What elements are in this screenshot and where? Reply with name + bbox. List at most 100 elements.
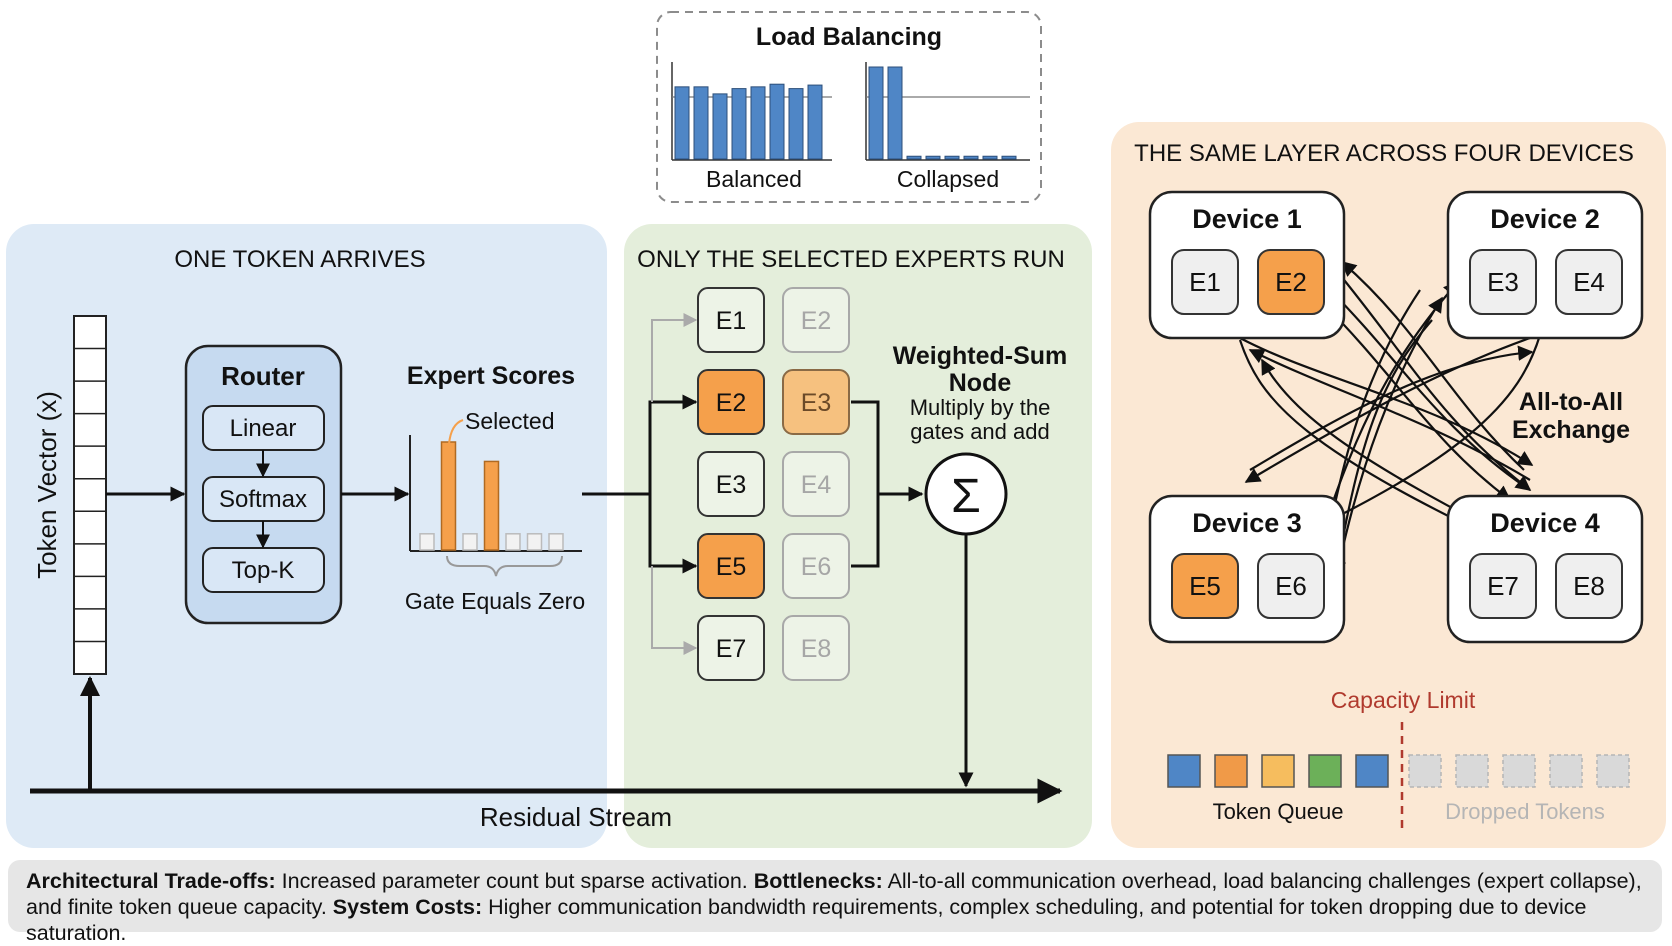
device-expert-label: E7 [1487, 571, 1519, 601]
expert-box-faded [782, 615, 850, 681]
weighted-sum-node: Weighted-Sum Node Multiply by the gates … [893, 342, 1068, 536]
weighted-sum-title-2: Node [949, 369, 1012, 397]
score-bar-selected [440, 441, 457, 551]
devices-panel-title: THE SAME LAYER ACROSS FOUR DEVICES [1134, 140, 1634, 167]
exchange-arrow [1239, 337, 1534, 466]
device-expert-label: E5 [1189, 571, 1221, 601]
device-expert-label: E2 [1275, 267, 1307, 297]
score-bar-zero [526, 533, 543, 551]
device-title: Device 4 [1490, 508, 1600, 538]
collapsed-bar [982, 155, 998, 160]
expert-label: E7 [716, 635, 747, 663]
dropped-token [1455, 754, 1489, 788]
device-expert [1555, 249, 1623, 315]
device-expert [1171, 249, 1239, 315]
device-3: Device 3 E5 E6 [1148, 494, 1346, 644]
tradeoffs-label: Architectural Trade-offs: [26, 869, 276, 893]
device-expert [1469, 249, 1537, 315]
device-expert-active [1257, 249, 1325, 315]
collapsed-bar [944, 155, 960, 160]
gate-zero-label: Gate Equals Zero [405, 588, 585, 614]
collapsed-bar [925, 155, 941, 160]
token-queue [1167, 754, 1630, 788]
exchange-arrow [1244, 336, 1531, 483]
expert-box-faded [782, 287, 850, 353]
score-bar-zero [505, 533, 521, 551]
token-vector-label: Token Vector (x) [32, 391, 62, 579]
exchange-arrow [1248, 349, 1531, 481]
collapsed-label: Collapsed [897, 166, 999, 192]
expert-box [697, 287, 765, 353]
balanced-bar [712, 93, 728, 160]
device-title: Device 3 [1192, 508, 1302, 538]
device-title: Device 2 [1490, 204, 1600, 234]
exchange-arrow [1249, 345, 1534, 471]
expert-label-faded: E6 [801, 553, 832, 581]
footer-summary: Architectural Trade-offs: Increased para… [8, 860, 1662, 945]
weighted-sum-desc-2: gates and add [910, 419, 1049, 444]
collapsed-bar [906, 155, 922, 160]
expert-box-faded [782, 369, 850, 435]
router-step-topk-label: Top-K [232, 557, 295, 584]
exchange-arrow [1335, 269, 1532, 491]
balanced-bar [731, 88, 747, 160]
queued-token [1355, 754, 1389, 788]
balanced-bar [750, 86, 766, 160]
selected-label: Selected [465, 408, 555, 434]
expert-label: E2 [716, 389, 747, 417]
balanced-chart [671, 62, 832, 161]
collapsed-bar [887, 66, 903, 160]
weighted-sum-desc-1: Multiply by the [910, 395, 1051, 420]
dropped-token [1408, 754, 1442, 788]
experts-to-sum-bracket [851, 400, 880, 568]
score-bar-zero [462, 533, 478, 551]
device-expert-label: E3 [1487, 267, 1519, 297]
device-expert [1257, 553, 1325, 619]
device-expert [1469, 553, 1537, 619]
collapsed-bar [868, 66, 884, 160]
expert-box [697, 369, 765, 435]
expert-label-faded: E4 [801, 471, 832, 499]
balanced-bar [788, 88, 804, 160]
balanced-bar [674, 86, 690, 160]
score-bar-selected [483, 460, 500, 551]
queued-token [1214, 754, 1248, 788]
exchange-label-2: Exchange [1512, 416, 1630, 444]
collapsed-chart [865, 62, 1030, 161]
exchange-label-1: All-to-All [1519, 388, 1623, 416]
device-expert-label: E1 [1189, 267, 1221, 297]
expert-label: E3 [716, 471, 747, 499]
expert-box [697, 533, 765, 599]
score-bar-zero [548, 533, 564, 551]
expert-label: E1 [716, 307, 747, 335]
exchange-arrow [1338, 296, 1443, 561]
device-expert [1555, 553, 1623, 619]
token-queue-label: Token Queue [1213, 799, 1344, 824]
device-expert-label: E6 [1275, 571, 1307, 601]
token-vector [73, 315, 107, 675]
router-title: Router [221, 361, 305, 391]
queued-token [1308, 754, 1342, 788]
router-step-softmax-label: Softmax [219, 486, 307, 513]
balanced-bar [807, 84, 823, 160]
weighted-sum-title-1: Weighted-Sum [893, 342, 1068, 370]
device-expert-active [1171, 553, 1239, 619]
load-balancing-title: Load Balancing [756, 23, 942, 51]
collapsed-bar [1001, 155, 1017, 160]
device-expert-label: E4 [1573, 267, 1605, 297]
balanced-bar [693, 86, 709, 160]
token-panel-title: ONE TOKEN ARRIVES [174, 246, 425, 273]
route-gray-e1 [651, 313, 698, 402]
balanced-label: Balanced [706, 166, 802, 192]
device-2: Device 2 E3 E4 [1446, 190, 1644, 340]
collapsed-bars [868, 66, 1017, 160]
collapsed-bar [963, 155, 979, 160]
dropped-token [1502, 754, 1536, 788]
expert-box [697, 615, 765, 681]
queued-token [1167, 754, 1201, 788]
experts-panel-title: ONLY THE SELECTED EXPERTS RUN [637, 246, 1065, 273]
costs-label: System Costs: [332, 895, 483, 919]
